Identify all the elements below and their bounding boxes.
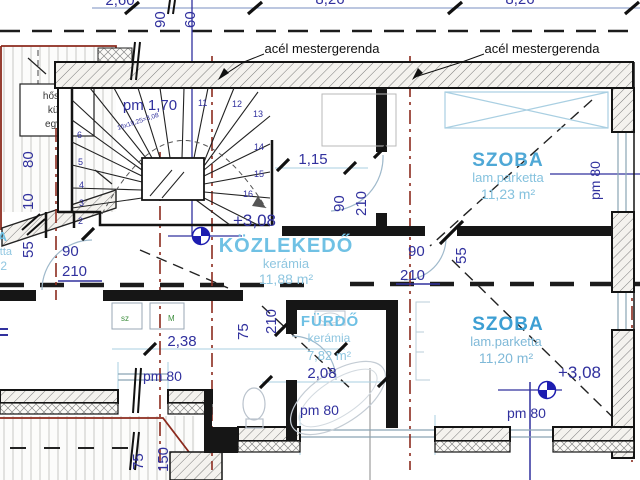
washer-label: M (168, 314, 175, 323)
dim-door-left-w: 90 (62, 243, 79, 260)
svg-text:13: 13 (253, 109, 263, 119)
dim-hall-len: 2,38 (167, 333, 196, 350)
room-name-bath: FÜRDŐ (301, 312, 359, 330)
dim-door-bath-w: 75 (235, 323, 252, 340)
svg-text:11: 11 (198, 98, 207, 108)
dimension-ticks (80, 0, 640, 390)
svg-text:14: 14 (254, 142, 264, 152)
roof-slope-dashed (139, 99, 635, 439)
dim-door-right-w: 90 (408, 243, 425, 260)
doors (41, 154, 447, 381)
room-finish-bath: kerámia (308, 331, 351, 345)
dim-pm-mid: pm 80 (300, 402, 339, 418)
room-left-clip2: tta (0, 246, 13, 258)
svg-text:5: 5 (78, 157, 83, 167)
stair-headroom-label: pm 1,70 (123, 97, 177, 114)
dim-left-80: 80 (20, 151, 37, 168)
dim-bath-len: 2,08 (307, 365, 336, 382)
room-area-bottom: 11,20 m² (479, 350, 534, 366)
toilet (242, 387, 266, 421)
room-finish-bottom: lam.parketta (470, 334, 542, 349)
structural-walls (0, 61, 635, 459)
dim-door-left-h: 210 (62, 263, 87, 280)
level-text-room-bottom: +3,08 (558, 363, 601, 382)
dim-top-clip-2: 8,26 (315, 0, 344, 8)
svg-text:4: 4 (79, 180, 84, 190)
dryer-box (111, 302, 143, 330)
dim-door-top-h: 210 (353, 191, 370, 216)
niche-outline (321, 93, 397, 147)
dryer-label: sz (121, 314, 129, 323)
level-text-hall: +3,08 (233, 211, 276, 230)
fixtures (111, 91, 609, 436)
bathtub (289, 360, 387, 436)
beam-arrow-right (412, 68, 423, 80)
stair-walk-line (101, 140, 267, 215)
door-arc-room-top (330, 154, 384, 212)
dim-bot-150: 150 (155, 447, 172, 472)
chimney-outline (415, 301, 430, 381)
beam-label-left: acél mestergerenda (265, 41, 381, 56)
stair-walk-arrow (252, 196, 266, 208)
room-left-clip1: A (0, 229, 8, 244)
svg-text:15: 15 (254, 169, 264, 179)
dim-bot-75: 75 (130, 453, 147, 470)
dim-left-55: 55 (20, 241, 37, 258)
svg-text:2: 2 (78, 216, 83, 226)
svg-text:12: 12 (232, 99, 242, 109)
stair-step-numbers: 2 3 4 5 6 11 12 13 14 15 16 (77, 98, 264, 226)
stair-formula: 16x19,25=3,08 (116, 112, 160, 132)
room-name-hall: KÖZLEKEDŐ (219, 234, 354, 257)
room-left-clip3: 2 (0, 259, 7, 273)
dim-left-10: 10 (20, 193, 37, 210)
dim-niche-115: 1,15 (298, 151, 327, 168)
beam-label-right: acél mestergerenda (485, 41, 601, 56)
terrace-bottom-left (0, 416, 223, 480)
door-arc-room-bottom (403, 237, 447, 281)
room-finish-top: lam.parketta (472, 170, 544, 185)
washbasin (314, 310, 346, 326)
level-marker-room-bottom (537, 380, 557, 400)
dim-pm-east: pm 80 (587, 161, 603, 200)
dim-pm-right: pm 80 (507, 405, 546, 421)
room-finish-hall: kerámia (263, 256, 310, 271)
room-area-bath: 7,82 m² (307, 348, 352, 363)
level-marker-hall (191, 226, 211, 246)
partition-walls (0, 88, 612, 453)
dim-door-right-h: 210 (400, 267, 425, 284)
room-area-hall: 11,88 m² (259, 271, 314, 287)
svg-text:3: 3 (79, 198, 84, 208)
dimension-texts: 2,60 8,26 8,26 90 60 1,15 90 210 90 210 … (20, 0, 603, 472)
svg-text:6: 6 (77, 130, 82, 140)
door-arc-left (41, 239, 93, 291)
dim-wall-55: 55 (453, 247, 470, 264)
beam-arrow-left (218, 68, 229, 80)
dim-top-60: 60 (182, 11, 199, 28)
dim-top-clip-1: 2,60 (105, 0, 134, 9)
stair: 2 3 4 5 6 11 12 13 14 15 16 pm 1,70 16x1… (70, 87, 274, 227)
room-name-bottom: SZOBA (472, 314, 544, 335)
beam-leaders (218, 53, 485, 80)
room-name-top: SZOBA (472, 150, 544, 171)
svg-text:16: 16 (243, 189, 253, 199)
room-labels: KÖZLEKEDŐ kerámia 11,88 m² SZOBA lam.par… (0, 150, 545, 366)
door-arc-bath (291, 335, 337, 381)
dim-pm-left: pm 80 (143, 368, 182, 384)
dim-door-top-w: 90 (331, 195, 348, 212)
room-area-top: 11,23 m² (481, 186, 536, 202)
washer-box (149, 302, 185, 330)
dim-door-bath-h: 210 (263, 309, 280, 334)
void-cross-box (444, 91, 609, 129)
dim-top-clip-3: 8,26 (505, 0, 534, 8)
break-symbols (129, 0, 176, 471)
dim-top-90: 90 (152, 11, 169, 28)
